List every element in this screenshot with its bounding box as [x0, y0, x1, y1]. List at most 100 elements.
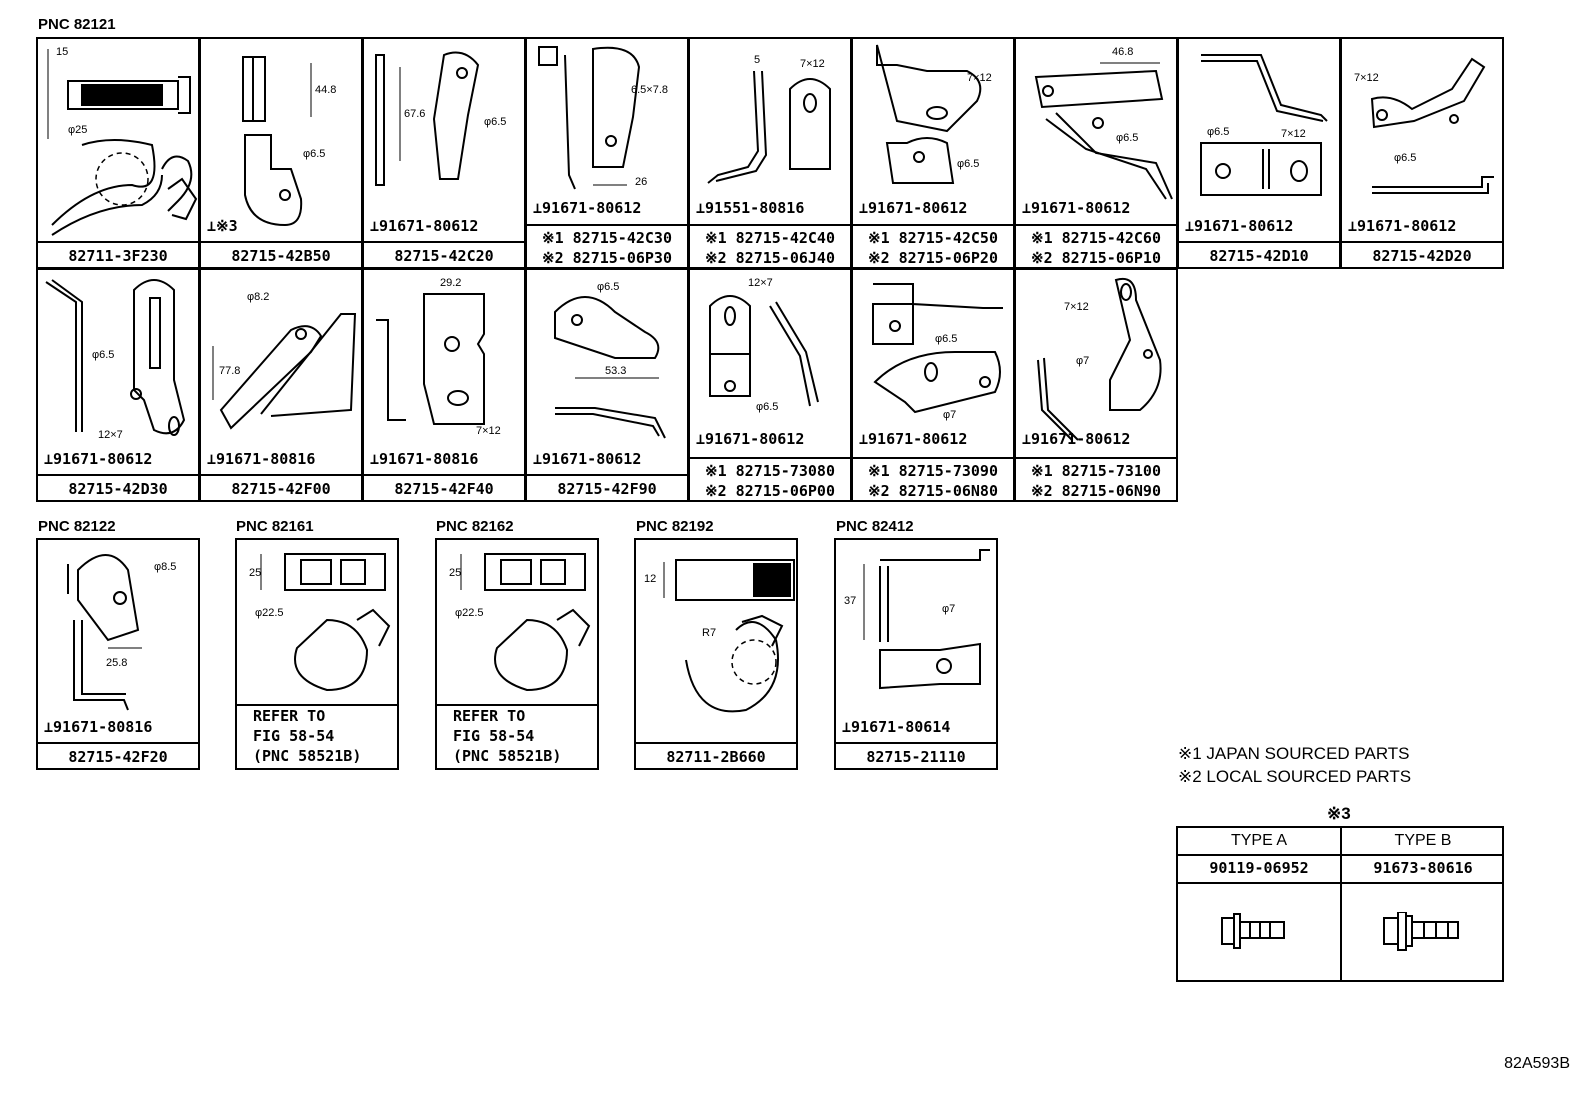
dim-text: 29.2	[440, 277, 461, 289]
bolt-icon: ⊥	[1022, 430, 1032, 448]
divider	[201, 241, 361, 243]
part-number[interactable]: 82715-42F20	[68, 748, 168, 766]
part-number[interactable]: ※1 82715-73080	[705, 462, 835, 480]
part-cell-82715-42C30[interactable]: 6.5×7.8 26 ⊥91671-80612 ※1 82715-42C30 ※…	[525, 37, 689, 269]
part-number[interactable]: ※1 82715-42C50	[868, 229, 998, 247]
part-cell-82715-42C20[interactable]: 67.6 φ6.5 ⊥91671-80612 82715-42C20	[362, 37, 526, 269]
part-number[interactable]: ※2 82715-06P00	[705, 482, 835, 500]
section-title-82162: PNC 82162	[436, 518, 514, 535]
divider	[1342, 241, 1502, 243]
bolt-callout[interactable]: ⊥91671-80612	[1348, 217, 1457, 235]
part-cell-82711-3F230[interactable]: 15 φ25 82711-3F230	[36, 37, 200, 269]
clamp-drawing: 25 φ22.5	[449, 553, 591, 692]
part-number[interactable]: ※2 82715-06J40	[705, 249, 835, 267]
bolt-callout[interactable]: ⊥91671-80612	[533, 199, 642, 217]
part-number[interactable]: 82715-42D10	[1209, 247, 1309, 265]
bolt-callout[interactable]: ⊥91671-80612	[859, 199, 968, 217]
dim-text: 25.8	[106, 657, 127, 669]
dim-text: φ7	[943, 409, 956, 421]
part-number[interactable]: ※2 82715-06N90	[1031, 482, 1161, 500]
dim-text: φ6.5	[957, 158, 979, 170]
bracket-drawing: φ6.5 53.3	[554, 281, 666, 439]
bolt-icon: ⊥	[859, 430, 869, 448]
dim-text: φ6.5	[92, 349, 114, 361]
part-cell-82715-42F90[interactable]: φ6.5 53.3 ⊥91671-80612 82715-42F90	[525, 268, 689, 502]
bolt-callout[interactable]: ⊥91551-80816	[696, 199, 805, 217]
part-cell-82715-42F40[interactable]: 29.2 7×12 ⊥91671-80816 82715-42F40	[362, 268, 526, 502]
dim-text: 67.6	[404, 108, 425, 120]
part-number[interactable]: ※2 82715-06P20	[868, 249, 998, 267]
part-cell-82715-21110[interactable]: 37 φ7 ⊥91671-80614 82715-21110	[834, 538, 998, 770]
divider	[38, 474, 198, 476]
part-number[interactable]: ※1 82715-42C40	[705, 229, 835, 247]
clamp-drawing: 25 φ22.5	[249, 553, 391, 692]
part-number[interactable]: 82715-42F40	[394, 480, 494, 498]
part-number[interactable]: 82715-21110	[866, 748, 966, 766]
bolt-callout[interactable]: ⊥91671-80816	[207, 450, 316, 468]
legend-note-1: ※1 JAPAN SOURCED PARTS	[1178, 744, 1410, 763]
part-cell-82715-42F20[interactable]: φ8.5 25.8 ⊥91671-80816 82715-42F20	[36, 538, 200, 770]
part-cell-82715-42F00[interactable]: φ8.2 77.8 ⊥91671-80816 82715-42F00	[199, 268, 363, 502]
part-number[interactable]: ※2 82715-06N80	[868, 482, 998, 500]
part-number[interactable]: 82715-42D20	[1372, 247, 1472, 265]
part-number[interactable]: ※2 82715-06P30	[542, 249, 672, 267]
dim-text: 5	[754, 54, 760, 66]
bolt-callout[interactable]: ⊥91671-80612	[1022, 199, 1131, 217]
type-b-part-number[interactable]: 91673-80616	[1373, 859, 1473, 877]
bracket-drawing: 7×12 φ7	[1037, 278, 1162, 441]
bolt-callout[interactable]: ⊥91671-80816	[44, 718, 153, 736]
section-title-82121: PNC 82121	[38, 16, 116, 33]
bolt-callout[interactable]: ⊥91671-80612	[859, 430, 968, 448]
part-number[interactable]: ※1 82715-42C60	[1031, 229, 1161, 247]
bolt-icon: ⊥	[696, 199, 706, 217]
bolt-callout[interactable]: ⊥91671-80612	[533, 450, 642, 468]
bolt-callout[interactable]: ⊥91671-80614	[842, 718, 951, 736]
part-number[interactable]: 82715-42D30	[68, 480, 168, 498]
part-cell-82715-42B50[interactable]: 44.8 φ6.5 ⊥※3 82715-42B50	[199, 37, 363, 269]
bolt-callout[interactable]: ⊥91671-80816	[370, 450, 479, 468]
part-number[interactable]: 82711-2B660	[666, 748, 766, 766]
part-number[interactable]: 82715-42F00	[231, 480, 331, 498]
bolt-callout[interactable]: ⊥91671-80612	[696, 430, 805, 448]
dim-text: 37	[844, 595, 856, 607]
bolt-callout[interactable]: ⊥91671-80612	[44, 450, 153, 468]
section-title-82192: PNC 82192	[636, 518, 714, 535]
part-cell-82715-42D20[interactable]: 7×12 φ6.5 ⊥91671-80612 82715-42D20	[1340, 37, 1504, 269]
part-cell-82715-73080[interactable]: 12×7 φ6.5 ⊥91671-80612 ※1 82715-73080 ※2…	[688, 268, 852, 502]
part-number[interactable]: ※1 82715-42C30	[542, 229, 672, 247]
divider	[237, 704, 397, 706]
clamp-drawing: 15 φ25	[47, 46, 198, 236]
part-cell-82715-42D10[interactable]: φ6.5 7×12 ⊥91671-80612 82715-42D10	[1177, 37, 1341, 269]
part-number[interactable]: 82711-3F230	[68, 247, 168, 265]
divider	[38, 241, 198, 243]
bolt-callout[interactable]: ⊥91671-80612	[1185, 217, 1294, 235]
part-cell-82715-42C40[interactable]: 5 7×12 ⊥91551-80816 ※1 82715-42C40 ※2 82…	[688, 37, 852, 269]
dim-text: φ22.5	[455, 607, 484, 619]
part-number[interactable]: ※1 82715-73090	[868, 462, 998, 480]
part-number[interactable]: ※2 82715-06P10	[1031, 249, 1161, 267]
bolt-callout[interactable]: ⊥91671-80612	[1022, 430, 1131, 448]
part-cell-82715-73100[interactable]: 7×12 φ7 ⊥91671-80612 ※1 82715-73100 ※2 8…	[1014, 268, 1178, 502]
part-number[interactable]: 82715-42B50	[231, 247, 331, 265]
part-cell-82711-2B660[interactable]: 12 R7 82711-2B660	[634, 538, 798, 770]
part-cell-82715-73090[interactable]: φ6.5 φ7 ⊥91671-80612 ※1 82715-73090 ※2 8…	[851, 268, 1015, 502]
part-number[interactable]: 82715-42F90	[557, 480, 657, 498]
bolt-callout[interactable]: ⊥91671-80612	[370, 217, 479, 235]
part-cell-82715-42C50[interactable]: 7×12 φ6.5 ⊥91671-80612 ※1 82715-42C50 ※2…	[851, 37, 1015, 269]
bolt-icon: ⊥	[44, 450, 54, 468]
part-cell-82715-42C60[interactable]: 46.8 φ6.5 ⊥91671-80612 ※1 82715-42C60 ※2…	[1014, 37, 1178, 269]
part-cell-82715-42D30[interactable]: φ6.5 12×7 ⊥91671-80612 82715-42D30	[36, 268, 200, 502]
part-number[interactable]: ※1 82715-73100	[1031, 462, 1161, 480]
bolt-icon: ⊥	[696, 430, 706, 448]
bolt-icon: ⊥	[1348, 217, 1358, 235]
bracket-drawing: φ6.5 7×12	[1200, 54, 1328, 196]
type-a-part-number[interactable]: 90119-06952	[1209, 859, 1309, 877]
bracket-drawing: 46.8 φ6.5	[1034, 46, 1173, 200]
part-number[interactable]: 82715-42C20	[394, 247, 494, 265]
bolt-callout[interactable]: ⊥※3	[207, 217, 238, 235]
type-a-header: TYPE A	[1230, 832, 1288, 849]
divider	[364, 241, 524, 243]
divider	[437, 704, 597, 706]
